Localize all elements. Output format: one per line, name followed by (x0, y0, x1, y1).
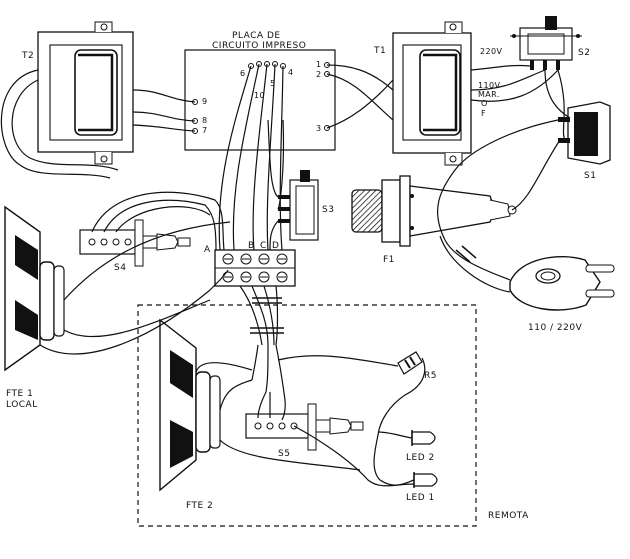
pin-label-10: 10 (254, 91, 265, 100)
wires (0, 63, 571, 487)
v220-label: 220V (480, 47, 502, 56)
fuse-holder-f1: F1 (351, 175, 517, 265)
fte2-label: FTE 2 (186, 501, 213, 511)
mains-plug: 110 / 220V (509, 255, 615, 333)
board-title-line2: CIRCUITO IMPRESO (212, 41, 306, 51)
terminal-a-label: A (204, 245, 211, 255)
resistor-r5: R5 (397, 351, 437, 381)
pin-label-9: 9 (202, 97, 208, 106)
transformer-t1: T1 220V 110V MAR. O F (373, 21, 502, 166)
t2-label: T2 (21, 51, 34, 61)
s5-label: S5 (278, 449, 290, 459)
r5-label: R5 (424, 371, 437, 381)
pin-label-4: 4 (288, 68, 294, 77)
led-2: LED 2 (406, 430, 436, 463)
s4-label: S4 (114, 263, 126, 273)
remote-label: REMOTA (488, 511, 529, 521)
speaker-fte1: FTE 1 LOCAL (4, 205, 65, 410)
mains-voltage-label: 110 / 220V (528, 323, 583, 333)
off-o-label: O (481, 99, 488, 108)
s2-label: S2 (578, 48, 590, 58)
terminal-block: A B C D (204, 241, 296, 287)
pin-label-3: 3 (316, 124, 322, 133)
terminal-c-label: C (260, 241, 267, 251)
cable-ties (250, 245, 477, 334)
s3-label: S3 (322, 205, 334, 215)
board-title-line1: PLACA DE (232, 31, 281, 41)
transformer-t2: T2 (21, 21, 134, 165)
t1-label: T1 (373, 46, 386, 56)
terminal-b-label: B (248, 241, 255, 251)
pin-label-1: 1 (316, 60, 322, 69)
v110-label: 110V (478, 81, 500, 90)
led-1: LED 1 (406, 472, 438, 503)
pin-label-8: 8 (202, 116, 208, 125)
pin-label-2: 2 (316, 70, 322, 79)
f1-label: F1 (383, 255, 395, 265)
pin-label-5: 5 (270, 79, 276, 88)
led1-label: LED 1 (406, 493, 435, 503)
switch-s3: S3 (278, 170, 334, 241)
s1-label: S1 (584, 171, 596, 181)
pin-label-7: 7 (202, 126, 208, 135)
pin-label-6: 6 (240, 69, 246, 78)
voltage-switch-s2: S2 (510, 16, 590, 70)
off-f-label: F (481, 109, 486, 118)
terminal-d-label: D (272, 241, 279, 251)
fte1-label: FTE 1 (6, 389, 33, 399)
fte1-local-label: LOCAL (6, 400, 38, 410)
led2-label: LED 2 (406, 453, 435, 463)
power-switch-s1: S1 (558, 101, 611, 181)
mar-label: MAR. (478, 90, 500, 99)
switch-s5: S5 (245, 403, 364, 459)
speaker-fte2: FTE 2 (159, 318, 221, 511)
circuit-board: PLACA DE CIRCUITO IMPRESO 6 10 5 4 1 2 3… (184, 31, 336, 151)
